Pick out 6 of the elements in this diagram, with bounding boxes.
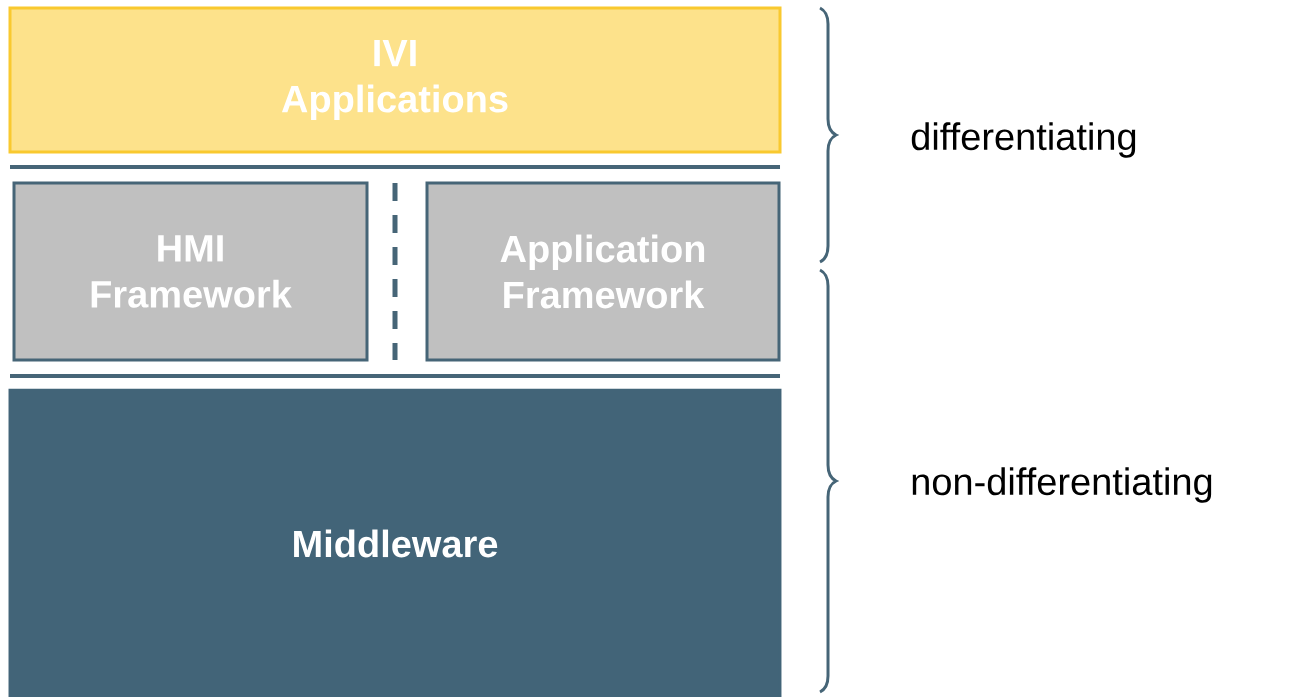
layer-box: Application Framework (425, 181, 781, 362)
side-label: differentiating (911, 122, 1136, 158)
layer-box: Middleware (8, 388, 782, 697)
layer-box: IVI Applications (8, 6, 782, 154)
side-label: non-differentiating (912, 467, 1212, 503)
layer-box: HMI Framework (12, 181, 369, 362)
